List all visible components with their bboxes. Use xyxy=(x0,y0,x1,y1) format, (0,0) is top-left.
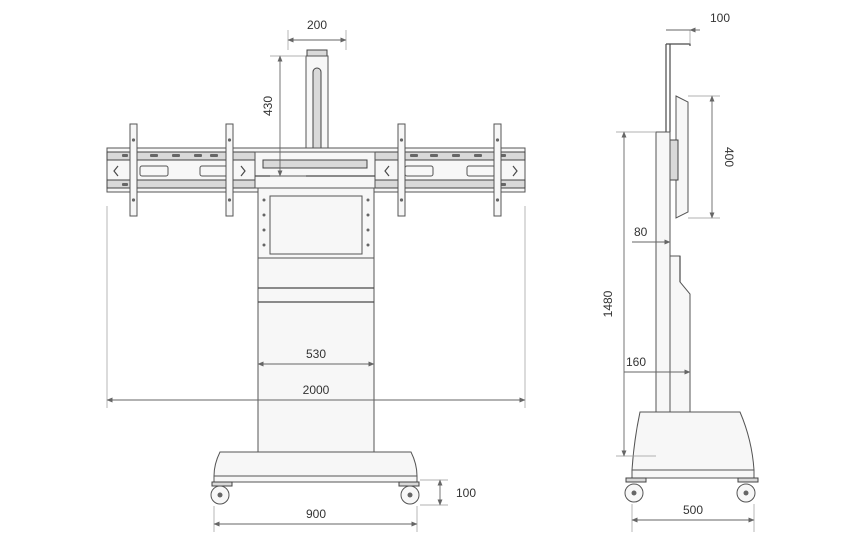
dim-side-base-depth: 500 xyxy=(683,503,703,517)
side-wheel-left xyxy=(624,477,647,503)
front-view: 200 430 530 2000 100 900 xyxy=(106,18,526,532)
dim-side-column-depth-top: 80 xyxy=(634,225,648,239)
dim-top-bracket-width: 200 xyxy=(307,18,327,32)
side-view: 100 400 1480 80 160 500 xyxy=(601,11,759,532)
side-wheel-right xyxy=(736,477,759,503)
dim-column-width: 530 xyxy=(306,347,326,361)
vesa-arms xyxy=(129,123,502,217)
wheel-left xyxy=(210,481,233,505)
wheels xyxy=(210,481,420,505)
side-base xyxy=(631,411,755,479)
dim-wheel-height: 100 xyxy=(456,486,476,500)
dim-side-top-offset: 100 xyxy=(710,11,730,25)
dim-side-overall-height: 1480 xyxy=(601,290,615,317)
dim-side-column-depth-bottom: 160 xyxy=(626,355,646,369)
mount-bar-slots xyxy=(122,154,506,186)
base xyxy=(213,451,418,483)
side-dimensions: 100 400 1480 80 160 500 xyxy=(601,11,755,532)
side-screen-mount xyxy=(669,95,689,219)
mount-bar xyxy=(106,147,526,193)
wheel-right xyxy=(398,481,420,505)
dim-base-width: 900 xyxy=(306,507,326,521)
column xyxy=(257,187,375,465)
dim-overall-width: 2000 xyxy=(303,383,330,397)
dim-side-screen-height: 400 xyxy=(722,147,736,167)
side-wheels xyxy=(624,477,759,503)
dim-top-bracket-height: 430 xyxy=(261,96,275,116)
front-dimensions: 200 430 530 2000 100 900 xyxy=(106,18,526,532)
